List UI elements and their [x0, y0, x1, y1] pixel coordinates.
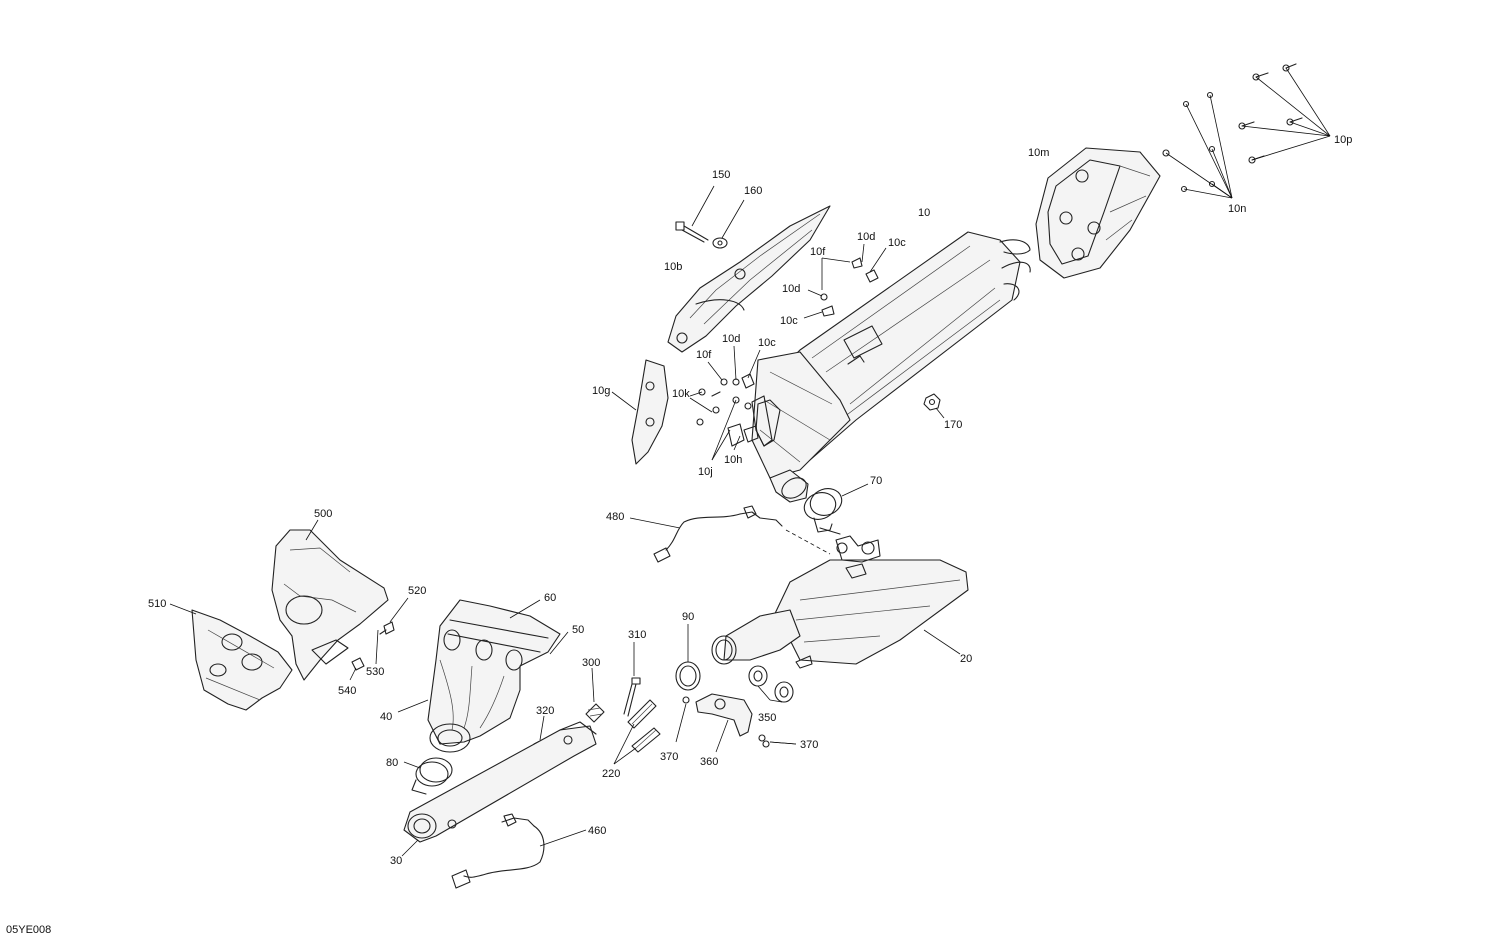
- callout-30: 30: [390, 855, 402, 867]
- bolt-150-washer-160: [675, 185, 745, 249]
- clamp-80: [403, 757, 453, 795]
- callout-520: 520: [408, 585, 426, 597]
- callout-10p: 10p: [1334, 134, 1352, 146]
- callout-10d-top: 10d: [857, 231, 875, 243]
- silencer-20: [711, 535, 969, 669]
- callout-370-left: 370: [660, 751, 678, 763]
- callout-510: 510: [148, 598, 166, 610]
- manifold-40: [397, 599, 569, 753]
- callout-10c-mid: 10c: [780, 315, 798, 327]
- mid-pipe-30: [401, 721, 597, 857]
- callout-350: 350: [758, 712, 776, 724]
- clamp-70: [803, 483, 869, 535]
- callout-360: 360: [700, 756, 718, 768]
- bolt-310: [623, 642, 641, 717]
- callout-460: 460: [588, 825, 606, 837]
- callout-10m: 10m: [1028, 147, 1049, 159]
- callout-80: 80: [386, 757, 398, 769]
- callout-10b: 10b: [664, 261, 682, 273]
- bolts-10n-10p: [1162, 63, 1331, 199]
- bolts-370-right: [758, 734, 797, 748]
- callout-60: 60: [544, 592, 556, 604]
- callout-170: 170: [944, 419, 962, 431]
- callout-10g: 10g: [592, 385, 610, 397]
- callout-320: 320: [536, 705, 554, 717]
- end-cap-10m: [1035, 147, 1161, 279]
- oxygen-sensor-480: [629, 505, 831, 563]
- callout-530: 530: [366, 666, 384, 678]
- spring-300: [585, 667, 605, 723]
- callout-310: 310: [628, 629, 646, 641]
- gasket-90: [675, 624, 701, 691]
- callout-90: 90: [682, 611, 694, 623]
- oxygen-sensor-460: [451, 813, 587, 889]
- callout-500: 500: [314, 508, 332, 520]
- heat-shield-510: [169, 603, 293, 711]
- callout-160: 160: [744, 185, 762, 197]
- callout-10c-top: 10c: [888, 237, 906, 249]
- callout-10j: 10j: [698, 466, 713, 478]
- callout-10h: 10h: [724, 454, 742, 466]
- callout-10d-low: 10d: [722, 333, 740, 345]
- callout-10f-low: 10f: [696, 349, 712, 361]
- callout-540: 540: [338, 685, 356, 697]
- bracket-360: [675, 693, 753, 753]
- callout-70: 70: [870, 475, 882, 487]
- springs-220: [613, 699, 661, 765]
- callout-10k: 10k: [672, 388, 690, 400]
- small-hardware-10: [689, 243, 887, 461]
- callout-50: 50: [572, 624, 584, 636]
- nut-170: [923, 393, 945, 419]
- callout-10f-top: 10f: [810, 246, 826, 258]
- callout-10n: 10n: [1228, 203, 1246, 215]
- callout-labels: 150 160 10 10m 10n 10p 10b 10f 10d 10c 1…: [148, 134, 1352, 867]
- mounts-350: [748, 665, 794, 703]
- callout-10d-mid: 10d: [782, 283, 800, 295]
- heat-shield-10g: [611, 359, 669, 465]
- callout-20: 20: [960, 653, 972, 665]
- heat-shield-10b: [667, 205, 831, 353]
- callout-370-right: 370: [800, 739, 818, 751]
- callout-40: 40: [380, 711, 392, 723]
- callout-10: 10: [918, 207, 930, 219]
- callout-480: 480: [606, 511, 624, 523]
- figure-id: 05YE008: [6, 924, 51, 936]
- muffler-10: [751, 231, 1031, 503]
- callout-150: 150: [712, 169, 730, 181]
- callout-220: 220: [602, 768, 620, 780]
- callout-10c-low: 10c: [758, 337, 776, 349]
- heat-shield-500: [271, 519, 389, 681]
- callout-300: 300: [582, 657, 600, 669]
- hardware-520-530-540: [349, 597, 409, 681]
